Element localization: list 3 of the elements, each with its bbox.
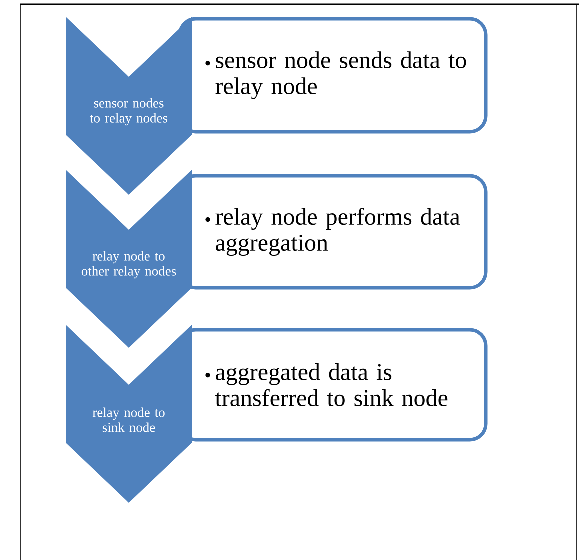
bullet-box: aggregated data is transferred to sink node — [178, 328, 488, 442]
bullet-box: sensor node sends data to relay node — [178, 17, 488, 134]
bullet-box: relay node performs data aggregation — [178, 174, 488, 290]
